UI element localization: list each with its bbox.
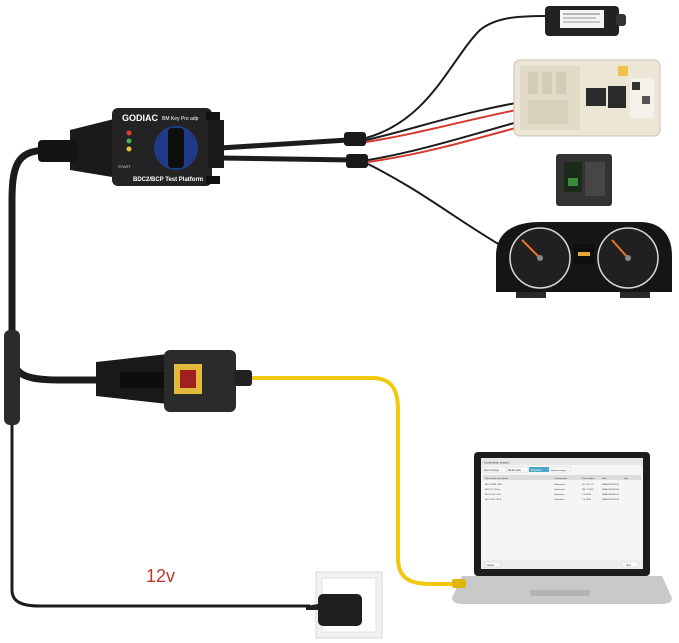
inline-connector [4,330,20,425]
laptop-screen [481,458,643,569]
splitter-upper [344,132,366,146]
table-cell: Information [554,488,566,491]
app-window-title: Connection wizard [484,461,509,465]
key-module [545,6,626,36]
table-cell: BDC2-RLI / BDC [485,499,502,501]
table-cell: BDC2-FEM / BDC [485,484,503,486]
tab-module-handling-label: Module handling [551,470,566,472]
platform-model: BM Key Pro adp [162,116,199,122]
power-adapter [306,572,382,638]
tab-programs-label: Programs [531,469,542,472]
harness-trunk [220,140,348,148]
table-cell: 2.1.0R19 [582,494,592,496]
voltage-label: 12v [146,566,175,587]
table-cell: Operations [554,498,566,501]
col-header-description: Part number description [485,477,509,480]
usb-cable [250,378,462,584]
table-cell: BDC2-SLI / SLB [485,494,501,496]
table-cell: DMAOVD002013 [602,498,620,501]
test-platform: GODIAC BM Key Pro adp START BDC2/BCP Tes… [38,108,224,186]
platform-subtitle: BDC2/BCP Test Platform [133,177,203,183]
splitter-lower [346,154,368,168]
table-cell: SC / SY 1.0 [582,484,594,486]
main-cable [12,150,96,380]
tab-module-data-label: Module data [508,469,521,472]
table-cell: DMAOVD002013 [602,493,620,496]
connector-inset [556,154,612,206]
table-cell: Information [554,483,566,486]
table-cell: DMAOVD002013 [602,483,620,486]
table-cell: 2.1.0R19 [582,499,592,501]
next-button-label: Next [626,564,631,567]
led-red-icon [127,131,132,136]
table-cell: DMAOVD002013 [602,488,620,491]
instrument-cluster [496,222,672,298]
obd-adapter [96,350,252,412]
harness-trunk-2 [220,158,352,160]
table-cell: BDC2-FT Slave [485,489,501,491]
led-green-icon [127,139,132,144]
led-yellow-icon [127,147,132,152]
tab-check-settings-label: Check settings [484,469,500,472]
wire-to-cluster [368,164,500,245]
table-cell: Operations [554,493,566,496]
col-header-configuration: Configuration [554,477,568,480]
platform-brand: GODIAC [122,113,159,123]
platform-port-label: START [118,164,131,169]
usb-plug [452,579,466,588]
laptop: Connection wizard Check settings Module … [452,452,672,604]
table-cell: SB / 1.2003 [582,489,594,491]
cancel-button-label: Cancel [487,565,495,567]
bdc-module [514,60,660,136]
col-header-part-number: Part number [582,477,594,480]
col-header-date: Date [602,477,607,480]
